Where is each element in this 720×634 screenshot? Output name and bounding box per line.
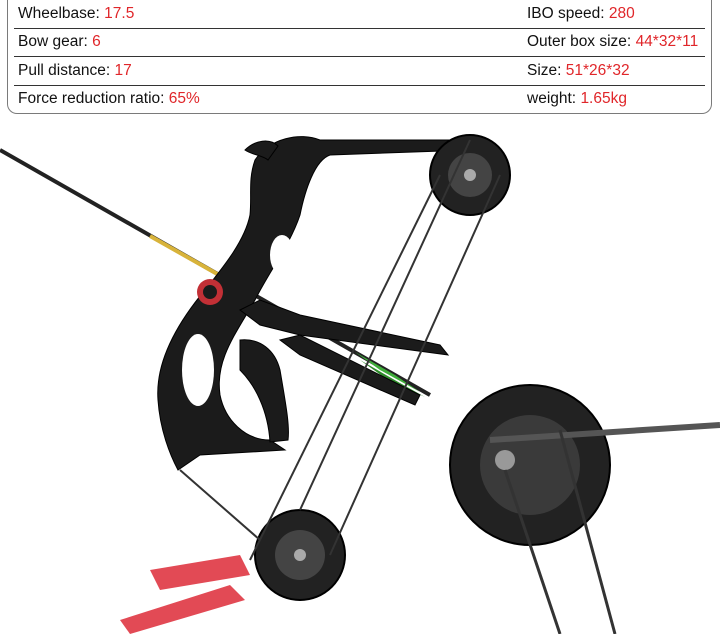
- spec-value: 17: [114, 61, 132, 79]
- spec-value: 6: [92, 33, 101, 51]
- arrow-fletching: [355, 352, 420, 392]
- spec-value: 17.5: [104, 4, 135, 22]
- spec-label: Pull distance:: [18, 61, 111, 79]
- spec-label: Force reduction ratio:: [18, 90, 165, 108]
- spec-label: Outer box size:: [527, 33, 632, 51]
- spec-cell-right: Outer box size: 44*32*11: [523, 28, 705, 57]
- spec-label: Size:: [527, 61, 562, 79]
- spec-label: weight:: [527, 90, 577, 108]
- arrow-rest: [120, 555, 250, 634]
- compound-bow-photo: [0, 134, 720, 634]
- spec-value: 1.65kg: [580, 90, 627, 108]
- spec-table: Wheelbase: 17.5 IBO speed: 280 Bow gear:…: [14, 0, 705, 113]
- spec-label: IBO speed:: [527, 4, 605, 22]
- spec-cell-right: weight: 1.65kg: [523, 85, 705, 113]
- spec-value: 44*32*11: [635, 33, 699, 51]
- spec-label: Bow gear:: [18, 33, 88, 51]
- spec-cell-left: Bow gear: 6: [14, 28, 523, 57]
- spec-cell-left: Force reduction ratio: 65%: [14, 85, 523, 113]
- spec-value: 51*26*32: [565, 61, 630, 79]
- spec-label: Wheelbase:: [18, 4, 100, 22]
- spec-row: Pull distance: 17 Size: 51*26*32: [14, 56, 705, 86]
- spec-table-panel: Wheelbase: 17.5 IBO speed: 280 Bow gear:…: [7, 0, 712, 114]
- spec-row: Force reduction ratio: 65% weight: 1.65k…: [14, 85, 705, 113]
- spec-row: Wheelbase: 17.5 IBO speed: 280: [14, 0, 705, 29]
- bottom-cam: [254, 509, 346, 601]
- spec-cell-left: Pull distance: 17: [14, 56, 523, 86]
- spec-cell-right: IBO speed: 280: [523, 0, 705, 29]
- spec-cell-right: Size: 51*26*32: [523, 56, 705, 86]
- bow-riser: [157, 136, 472, 471]
- cam-closeup: [449, 384, 720, 634]
- riser-cutout: [270, 235, 294, 275]
- spec-value: 65%: [168, 90, 200, 108]
- spec-row: Bow gear: 6 Outer box size: 44*32*11: [14, 28, 705, 57]
- spec-cell-left: Wheelbase: 17.5: [14, 0, 523, 29]
- spec-value: 280: [608, 4, 635, 22]
- bow-strings: [179, 139, 501, 561]
